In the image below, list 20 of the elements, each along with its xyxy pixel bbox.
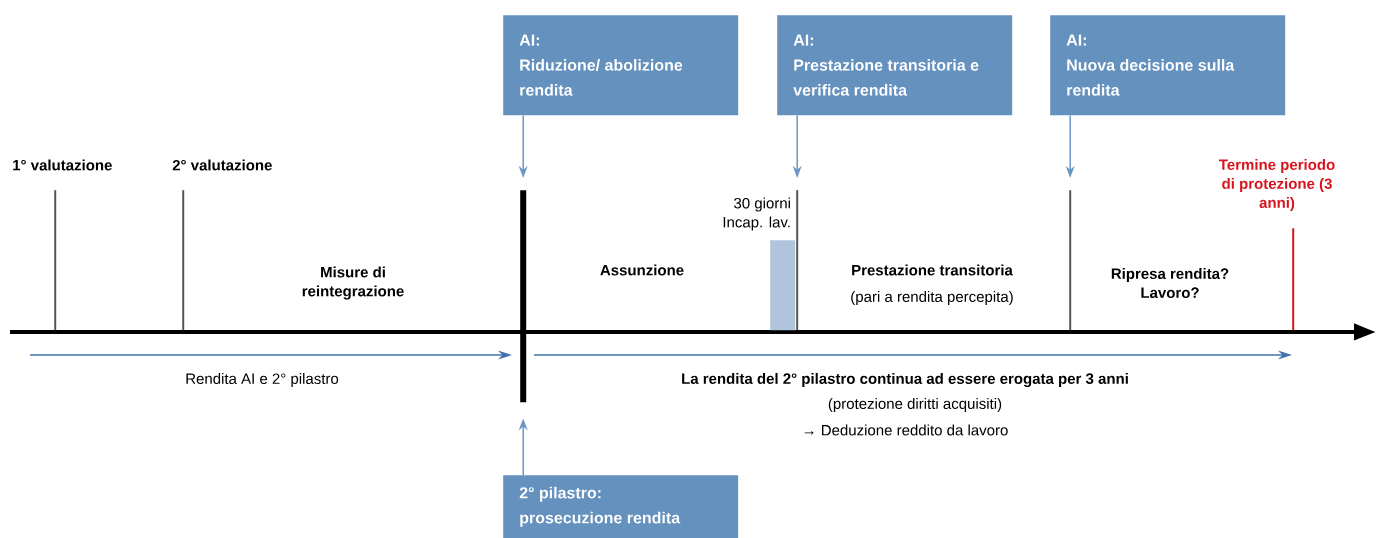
label: Rendita AI e 2° pilastro: [186, 373, 339, 387]
text-box: AI: Nuova decisione sulla rendita: [1050, 15, 1286, 116]
label: Prestazione transitoria: [852, 264, 1013, 276]
label: (protezione diritti acquisiti): [828, 398, 1002, 412]
label: Misure di reintegrazione: [302, 266, 404, 300]
label: Ripresa rendita? Lavoro?: [1111, 268, 1229, 298]
period-bar: [770, 240, 796, 331]
tick-label: 2° valutazione: [172, 159, 272, 171]
tick-line: [796, 190, 799, 331]
text-box: 2° pilastro: prosecuzione rendita: [503, 475, 739, 538]
label: Assunzione: [600, 264, 684, 276]
label: 30 giorni Incap. lav.: [723, 197, 790, 231]
tick-label: Termine periodo di protezione (3 anni): [1218, 159, 1335, 211]
label: (pari a rendita percepita): [851, 291, 1013, 305]
text-box: AI: Riduzione/ abolizione rendita: [503, 15, 739, 116]
tick-label: 1° valutazione: [13, 159, 112, 171]
label: La rendita del 2° pilastro continua ad essere erogata per 3 anni: [682, 372, 1128, 387]
tick-line: [1069, 190, 1072, 331]
text-box: AI: Prestazione transitoria e verifica rendita: [777, 15, 1013, 116]
label: → Deduzione reddito da lavoro: [804, 424, 1008, 436]
